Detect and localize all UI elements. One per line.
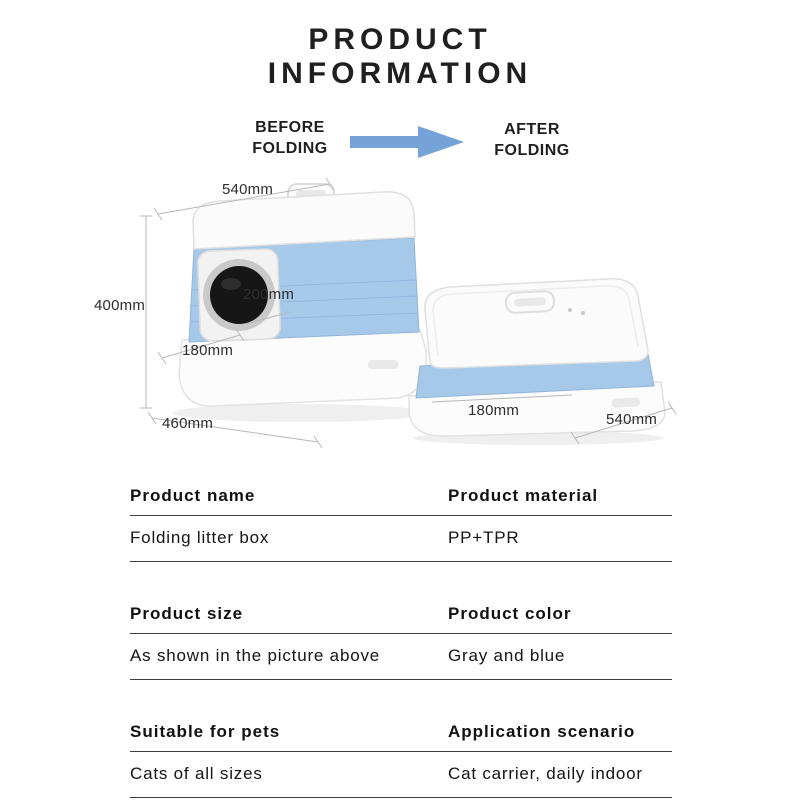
- before-dimension-lines: [140, 177, 335, 449]
- spec-table: Product name Product material Folding li…: [130, 486, 672, 798]
- spec-label-application-scenario: Application scenario: [448, 722, 636, 741]
- spec-value-product-color: Gray and blue: [448, 646, 566, 665]
- after-lid: [424, 278, 649, 369]
- before-lid: [192, 191, 416, 250]
- after-dimension-lines: [431, 394, 677, 445]
- spec-value-application-scenario: Cat carrier, daily indoor: [448, 764, 643, 783]
- spec-value-product-material: PP+TPR: [448, 528, 520, 547]
- spec-value-product-size: As shown in the picture above: [130, 646, 381, 665]
- product-before-image: [140, 177, 428, 449]
- spec-label-product-name: Product name: [130, 486, 256, 505]
- spec-group-pets-scenario: Suitable for pets Application scenario C…: [130, 722, 672, 798]
- dim-before-height: 400mm: [94, 297, 146, 314]
- after-side-handle-slot: [612, 397, 641, 408]
- dim-before-front-depth: 180mm: [182, 342, 234, 359]
- before-folding-label: BEFORE FOLDING: [252, 119, 328, 157]
- after-folding-label: AFTER FOLDING: [494, 121, 570, 159]
- before-side-handle-slot: [368, 360, 398, 369]
- after-lid-handle-slot: [514, 297, 546, 307]
- right-arrow-shape: [350, 126, 464, 158]
- dim-after-height: 180mm: [468, 402, 520, 419]
- before-base-tray: [178, 329, 428, 407]
- spec-label-product-color: Product color: [448, 604, 572, 623]
- product-drawing: [140, 177, 677, 449]
- spec-label-product-material: Product material: [448, 486, 599, 505]
- spec-group-size-color: Product size Product color As shown in t…: [130, 604, 672, 680]
- page-title: PRODUCT INFORMATION: [0, 24, 800, 92]
- spec-label-suitable-pets: Suitable for pets: [130, 722, 281, 741]
- product-illustration: 540mm 400mm 200mm 180mm 460mm 180mm 540m…: [0, 170, 800, 470]
- product-after-image: [408, 278, 677, 445]
- door-highlight: [221, 278, 241, 290]
- page-title-line2: INFORMATION: [267, 57, 533, 90]
- spec-value-product-name: Folding litter box: [130, 528, 270, 547]
- dim-before-top-width: 540mm: [222, 181, 274, 198]
- dim-after-width: 540mm: [606, 411, 658, 428]
- after-lid-rim-line: [432, 285, 639, 357]
- right-arrow-icon: [350, 126, 464, 158]
- dim-before-door-diameter: 200mm: [243, 286, 295, 303]
- spec-label-product-size: Product size: [130, 604, 244, 623]
- spec-value-suitable-pets: Cats of all sizes: [130, 764, 263, 783]
- before-shadow: [172, 404, 428, 422]
- page-title-line1: PRODUCT: [308, 23, 492, 56]
- after-lid-dot: [568, 308, 572, 312]
- after-lid-dot: [581, 311, 585, 315]
- dim-before-base-width: 460mm: [162, 415, 214, 432]
- spec-group-name-material: Product name Product material Folding li…: [130, 486, 672, 562]
